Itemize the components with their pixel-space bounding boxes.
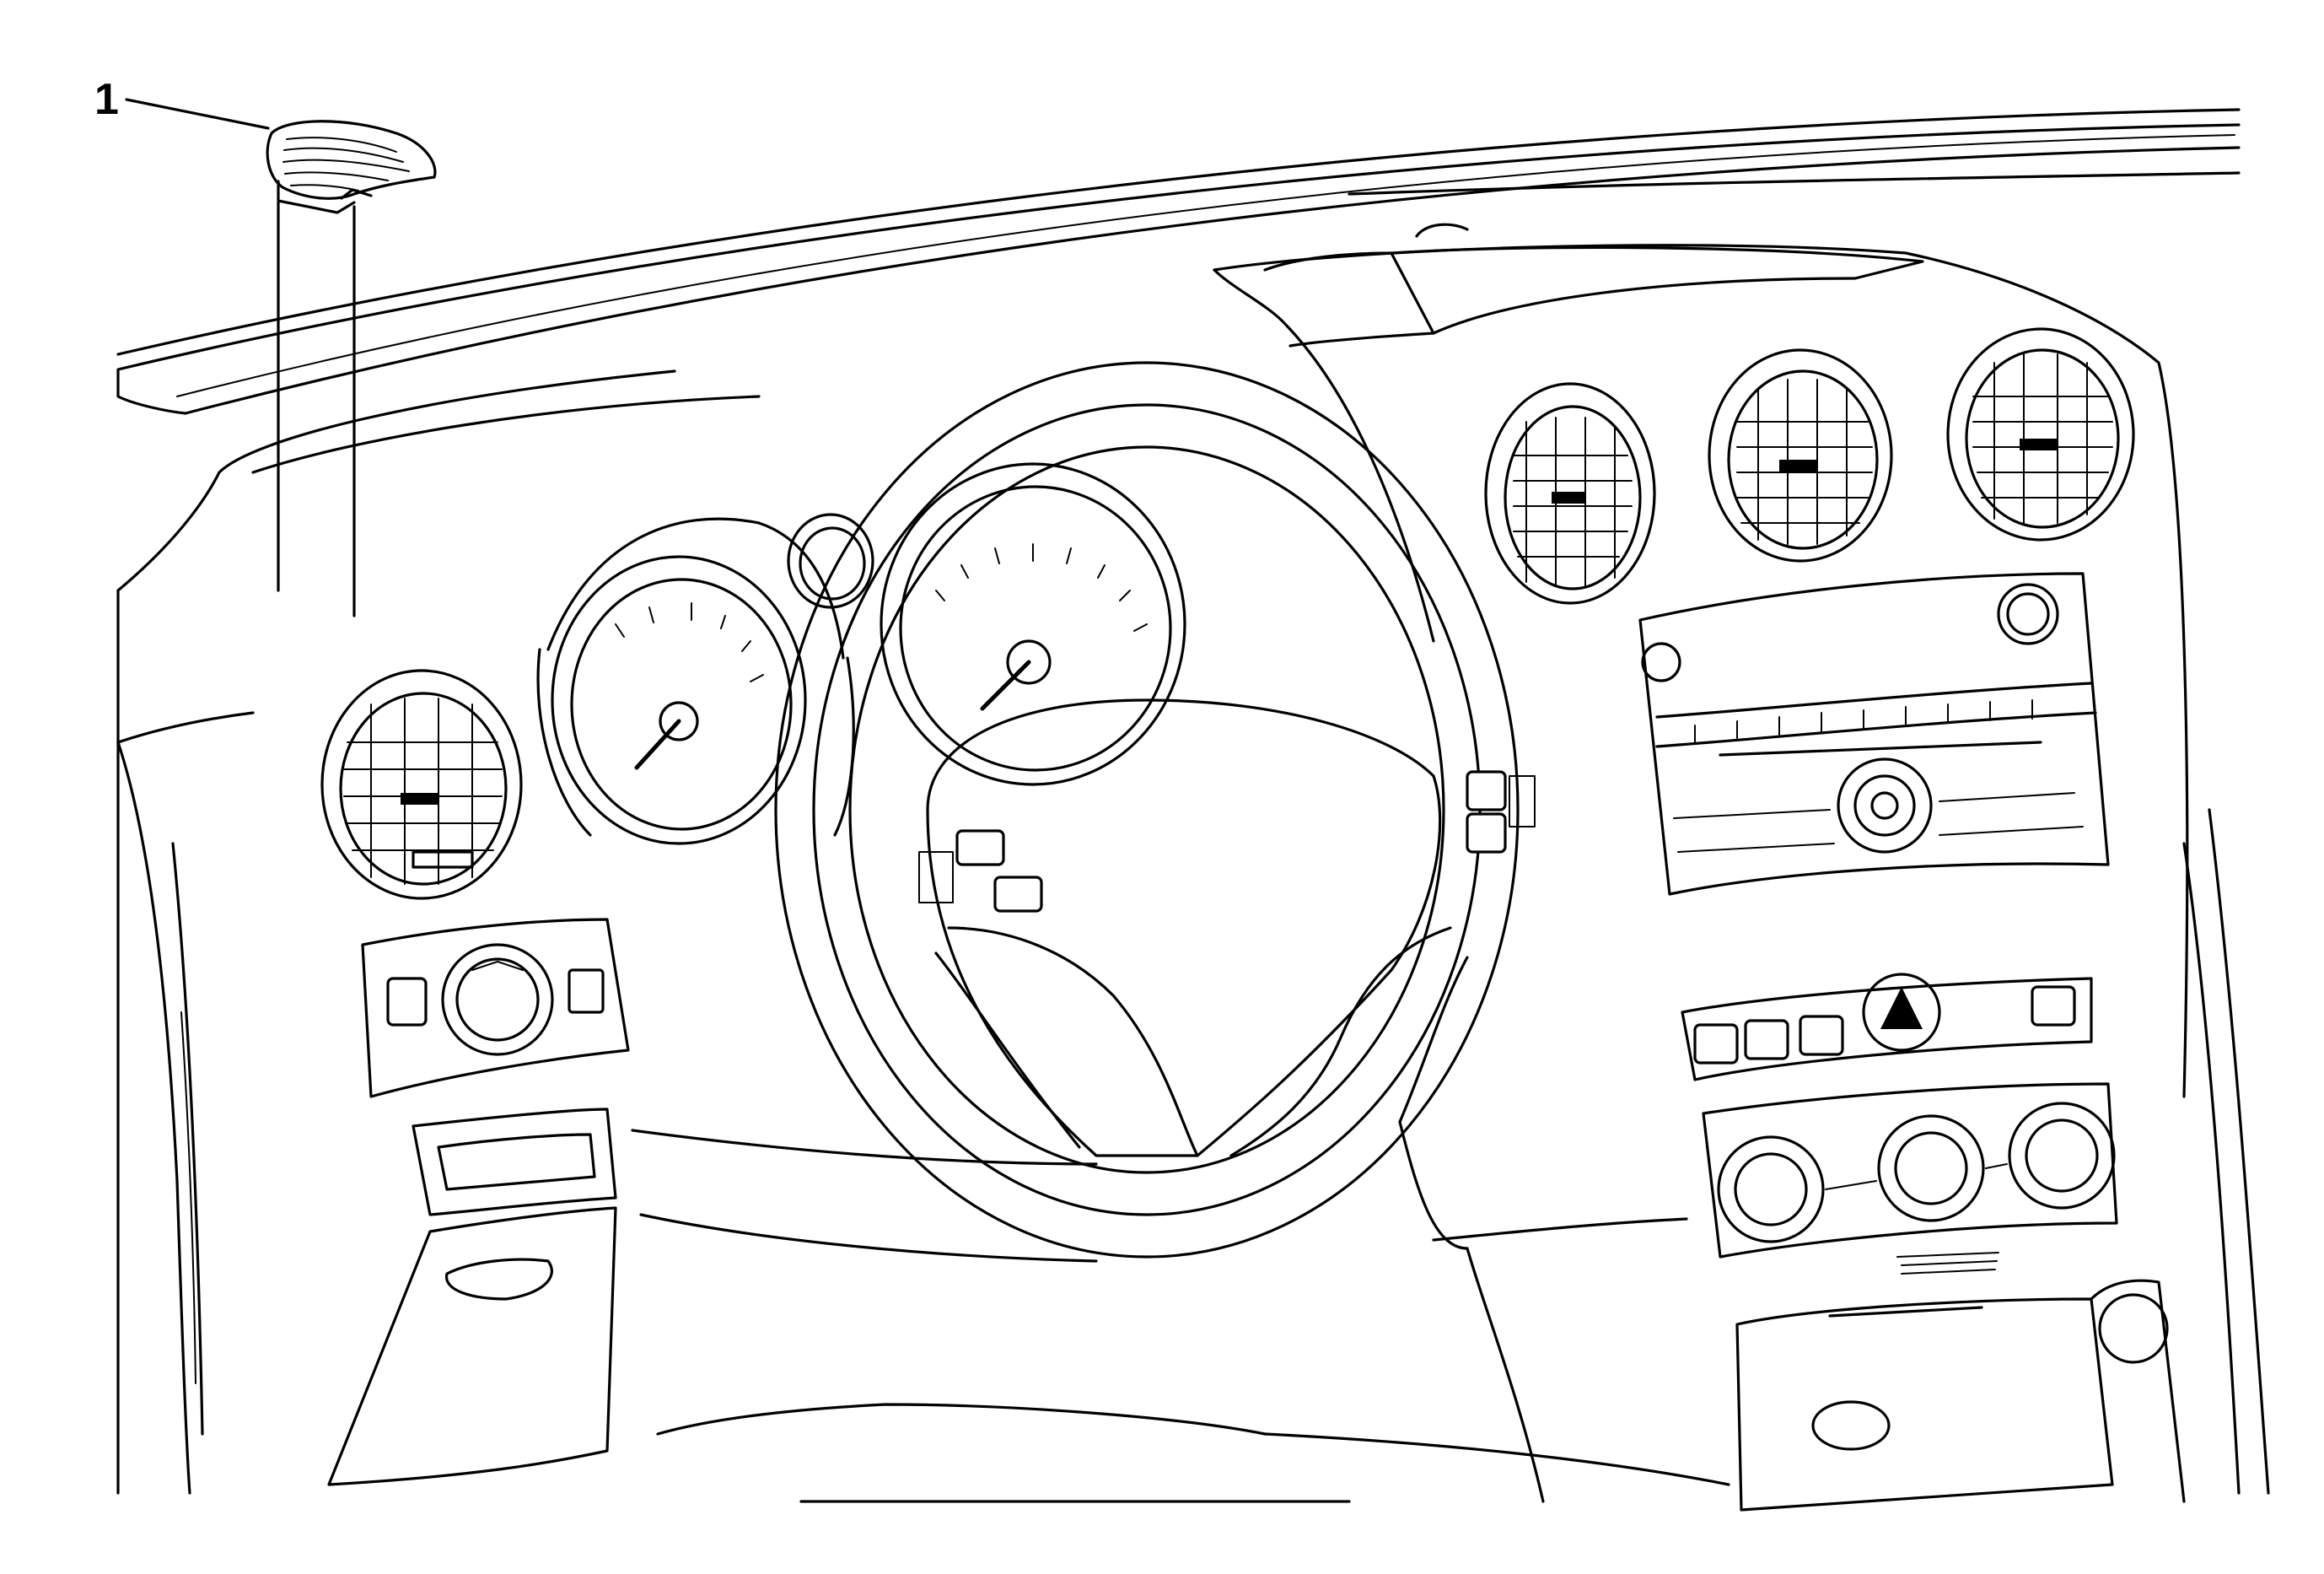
callout-label-1: 1 (94, 75, 119, 124)
lower-dash (631, 1120, 1730, 1503)
installation-guide-lines (277, 201, 356, 617)
callout-1: 1 (94, 75, 270, 130)
steering-wheel (774, 361, 1536, 1259)
callout-leader-1 (125, 98, 270, 130)
upper-dash-panel (116, 369, 761, 1495)
windshield-edge (116, 108, 2241, 415)
center-vent-left (1484, 382, 1656, 605)
center-console (1735, 808, 2270, 1512)
lower-left-panel (327, 1108, 617, 1486)
instrument-cluster (536, 517, 855, 845)
sensor-grille-part (266, 120, 437, 214)
hazard-switch-panel (1681, 973, 2093, 1081)
left-vent (320, 669, 523, 900)
speedometer (787, 462, 1186, 786)
headlamp-switch (361, 918, 630, 1098)
center-vent-right (1946, 327, 2135, 542)
center-display-hood (1213, 223, 2189, 1098)
radio-head-unit (1638, 572, 2110, 896)
center-vent-middle (1708, 348, 1893, 563)
hvac-controls (1702, 1082, 2118, 1259)
